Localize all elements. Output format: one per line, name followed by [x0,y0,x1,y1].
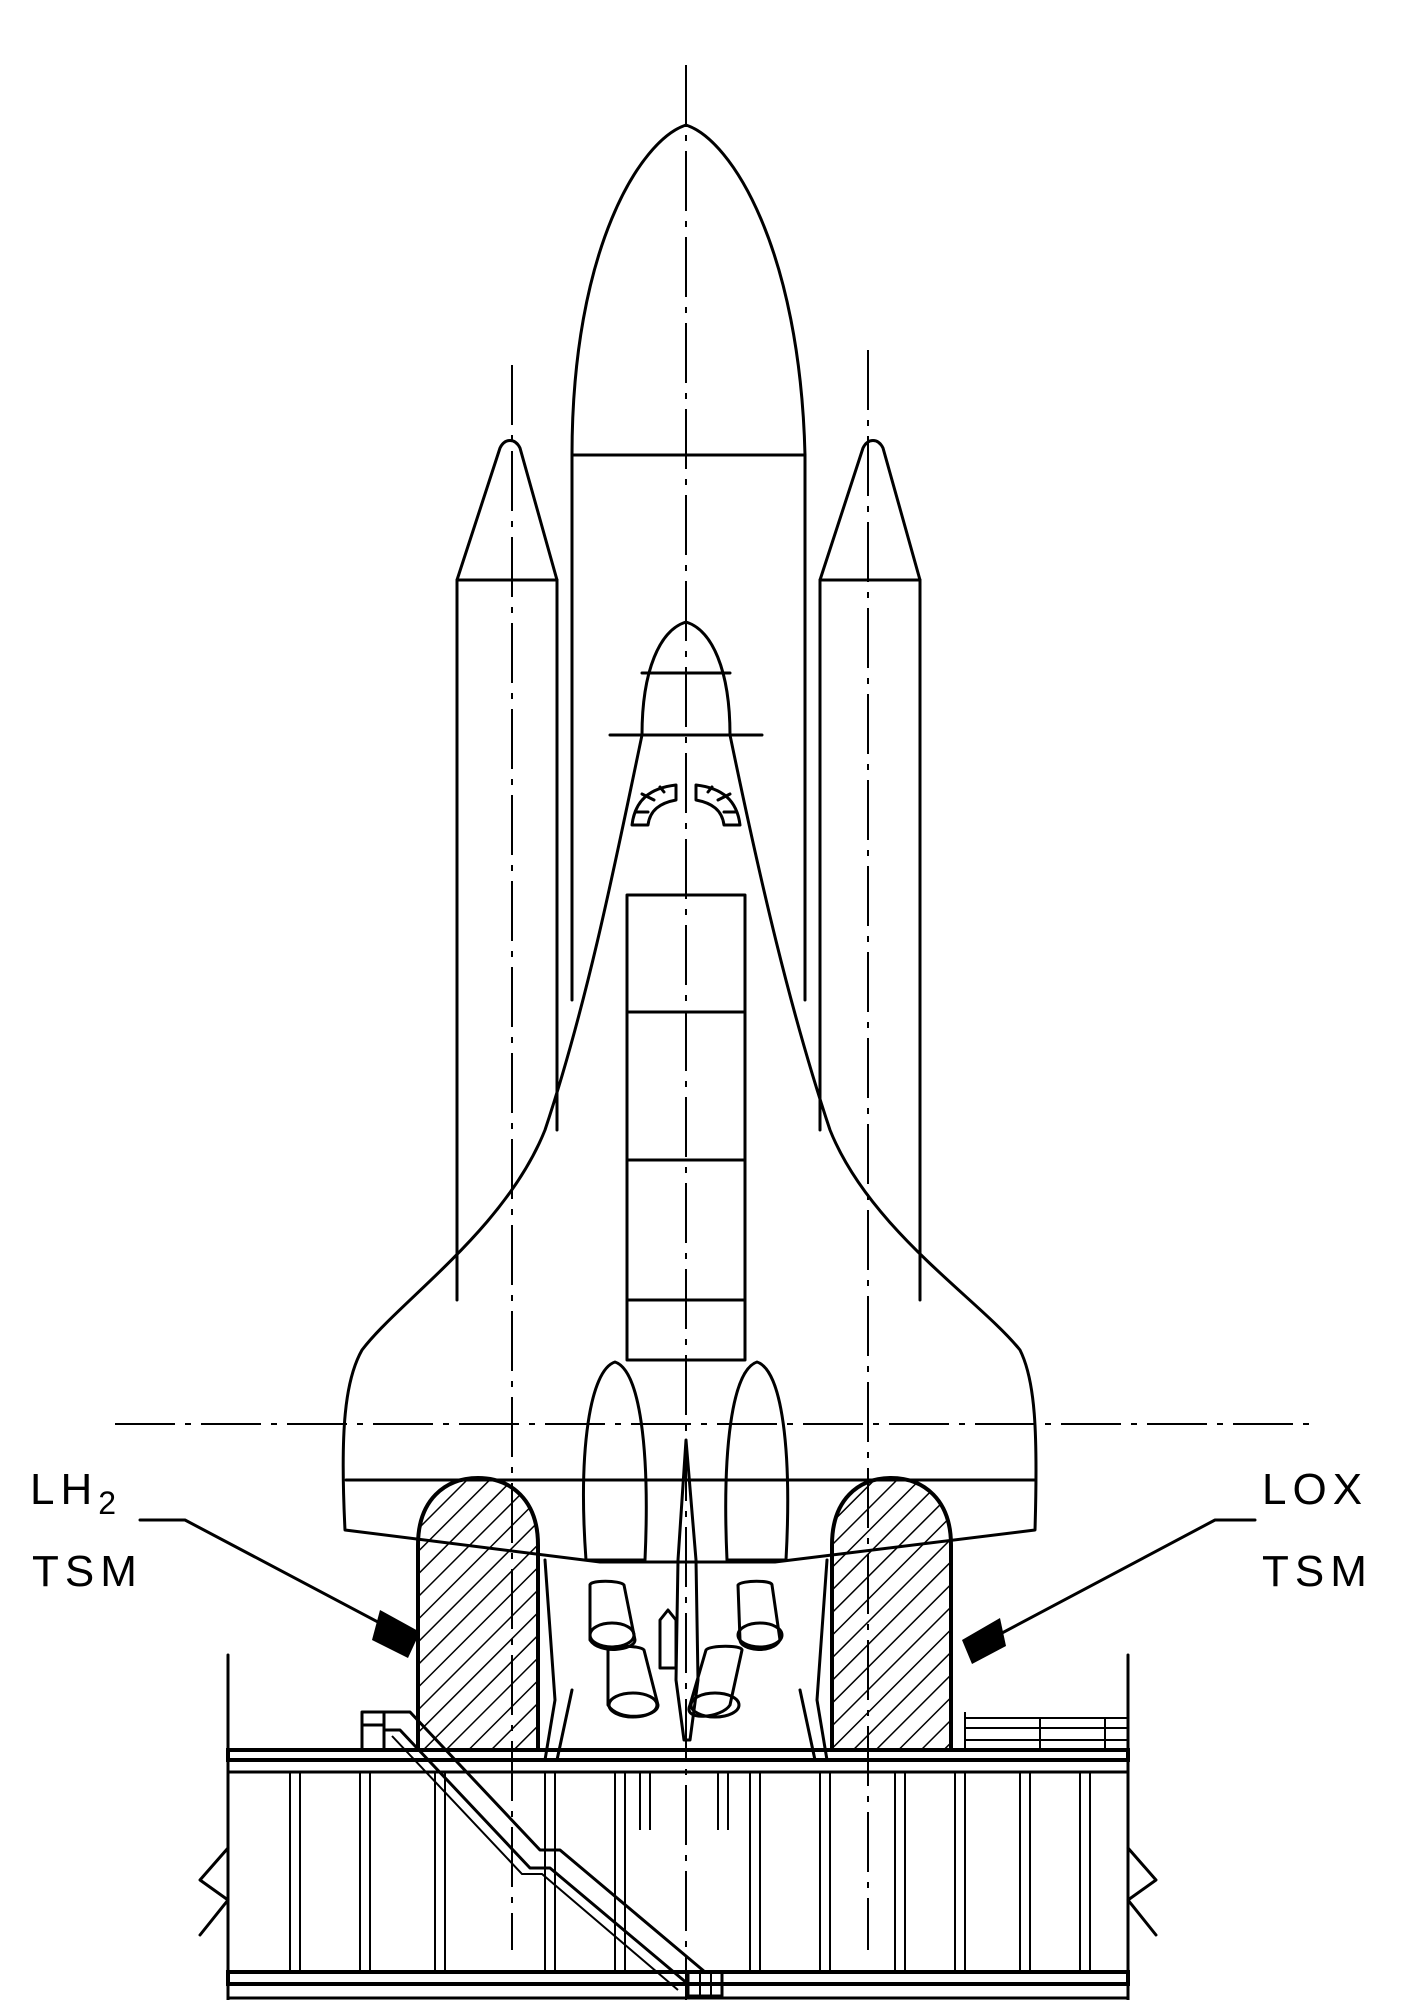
platform-columns [289,1772,1091,1972]
right-solid-rocket-booster [818,439,922,1302]
center-lines [115,65,1310,2000]
lox-label: LOX [1262,1465,1369,1514]
lox-tsm-label: TSM [1262,1547,1373,1596]
lox-leader-line [962,1518,1257,1664]
platform-railing [964,1712,1128,1750]
vertical-tail [674,1438,700,1742]
lh2-tail-service-mast [416,1475,540,1752]
lh2-label-text: LH [30,1465,99,1514]
main-engines [588,1579,784,1719]
lh2-label-subscript: 2 [98,1485,117,1521]
left-break-line [198,1846,230,1937]
lox-tail-service-mast [830,1475,953,1752]
lh2-label: LH2 [30,1465,117,1521]
lh2-leader-line [138,1518,420,1658]
orbiter [341,620,1038,1762]
right-break-line [1126,1846,1158,1937]
left-solid-rocket-booster [455,439,559,1302]
lh2-tsm-label: TSM [32,1547,143,1596]
external-tank [570,123,807,1002]
mobile-launcher-platform [198,1653,1158,2000]
oms-pods [582,1360,790,1562]
cockpit-windows [630,783,742,827]
payload-bay [625,893,747,1362]
stairway [360,1710,724,1998]
